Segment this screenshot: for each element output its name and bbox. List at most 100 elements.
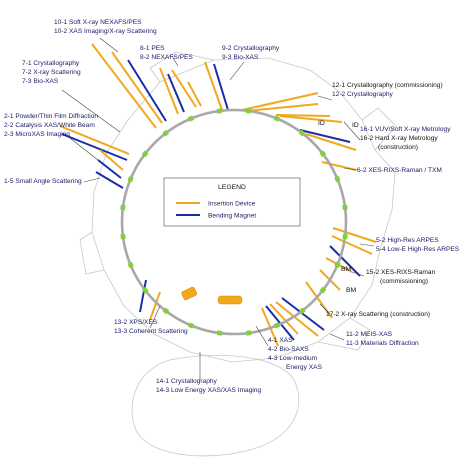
label-line: 8-2 NEXAFS/PES (140, 54, 193, 61)
insertion-device-beamline (331, 235, 373, 255)
insertion-device-beamline (275, 114, 331, 117)
insertion-device-beamline (159, 67, 179, 115)
tag-bm-upper: BM (341, 266, 352, 273)
label-group-17: 17-2 X-ray Scattering (construction) (326, 311, 430, 318)
label-line: 5-2 High-Res ARPES (376, 237, 439, 244)
label-group-10: 10-1 Soft X-ray NEXAFS/PES 10-2 XAS Imag… (54, 19, 157, 35)
ring-marker (162, 307, 170, 315)
insertion-device-beamline (305, 133, 357, 151)
booster-segment (217, 295, 243, 305)
insertion-device-beamline (204, 61, 223, 111)
ring-markers (120, 108, 348, 336)
label-line: 7-3 Bio-XAS (22, 78, 59, 85)
leader-line (61, 89, 121, 133)
ring-marker (120, 234, 126, 240)
ring-marker (298, 307, 306, 315)
insertion-device-beamline (91, 43, 157, 129)
beamlines (59, 43, 377, 347)
label-group-5: 5-2 High-Res ARPES 5-4 Low-E High-Res AR… (376, 237, 460, 253)
leader-line (343, 121, 361, 141)
leader-line (83, 177, 101, 183)
label-line: 17-2 X-ray Scattering (construction) (326, 311, 430, 318)
ring-marker (162, 129, 170, 137)
leader-line (319, 303, 331, 315)
leader-line (359, 243, 375, 247)
label-line: 8-1 PES (140, 45, 165, 52)
leader-line (317, 95, 333, 101)
injection-block (181, 286, 198, 301)
building-outline (79, 51, 397, 457)
ring-marker (216, 108, 222, 114)
leader-line (255, 325, 269, 347)
label-line: 2-2 Catalysis XAS/White Beam (4, 122, 95, 129)
label-line: 10-1 Soft X-ray NEXAFS/PES (54, 19, 142, 26)
label-group-1: 1-5 Small Angle Scattering (4, 178, 82, 185)
insertion-device-beamline (59, 125, 130, 155)
label-line: 10-2 XAS Imaging/X-ray Scattering (54, 28, 157, 35)
ring-marker (342, 204, 348, 210)
insertion-device-beamline (149, 291, 161, 321)
leader-line (149, 305, 161, 329)
ring-marker (187, 115, 195, 122)
label-group-9: 9-2 Crystallography 9-3 Bio-XAS (222, 45, 281, 61)
insertion-device-beamline (111, 51, 163, 124)
insertion-device-beamline (187, 81, 202, 107)
leader-line (99, 37, 119, 53)
legend: LEGEND Insertion Device Bending Magnet (163, 177, 301, 227)
label-line: 14-1 Crystallography (156, 378, 218, 385)
ring-marker (141, 286, 149, 294)
ring-marker (319, 286, 327, 294)
leader-line (229, 61, 245, 81)
ring-marker (246, 330, 252, 336)
tag-id-top: ID (318, 120, 325, 127)
beamline-labels: 10-1 Soft X-ray NEXAFS/PES 10-2 XAS Imag… (4, 19, 460, 394)
bending-magnet-beamline (281, 297, 325, 331)
ring-marker (273, 115, 280, 122)
label-group-12: 12-1 Crystallography (commissioning) 12-… (332, 82, 445, 98)
bending-magnet-beamline (329, 245, 361, 277)
leader-line (171, 55, 179, 67)
label-line: 11-2 MEIS-XAS (346, 331, 393, 338)
bending-magnet-beamline (95, 171, 124, 189)
label-group-13: 13-2 XPS/XES 13-3 Coherent Scattering (114, 319, 188, 335)
ring-marker (334, 261, 341, 268)
storage-ring (120, 108, 348, 336)
label-group-2: 2-1 Powder/Thin Film Diffraction 2-2 Cat… (4, 113, 100, 138)
tag-bm-lower: BM (346, 287, 357, 294)
ring-marker (141, 150, 149, 158)
label-group-4: 4-1 XAS 4-2 Bio-SAXS 4-3 Low-medium Ener… (268, 337, 323, 371)
leader-line (351, 271, 365, 277)
ring-marker (298, 129, 306, 137)
label-line: 13-3 Coherent Scattering (114, 328, 188, 335)
insertion-device-beamline (332, 227, 377, 243)
label-line: 1-5 Small Angle Scattering (4, 178, 82, 185)
bending-magnet-beamline (139, 279, 147, 313)
label-group-15: 15-2 XES-RIXS-Raman (commissioning) (366, 269, 437, 285)
bending-magnet-beamline (127, 59, 167, 122)
label-line: 9-3 Bio-XAS (222, 54, 259, 61)
insertion-device-beamline (275, 301, 319, 337)
label-group-14: 14-1 Crystallography 14-3 Low Energy XAS… (156, 378, 262, 394)
label-line: 12-2 Crystallography (332, 91, 394, 98)
leader-line (343, 167, 358, 171)
bending-magnet-beamline (299, 129, 351, 143)
label-line: 7-1 Crystallography (22, 60, 80, 67)
insertion-device-beamline (321, 161, 357, 171)
label-line: 4-3 Low-medium (268, 355, 318, 362)
label-line: 2-3 MicroXAS Imaging (4, 131, 70, 138)
ring-marker (127, 261, 134, 269)
ring-marker (216, 330, 223, 336)
bending-magnet-beamline (213, 63, 229, 111)
label-group-16: 16-1 VUV/Soft X-ray Metrology 16-2 Hard … (360, 126, 452, 151)
ring-marker (245, 108, 252, 114)
ring-marker (188, 322, 195, 329)
label-group-11: 11-2 MEIS-XAS 11-3 Materials Diffraction (346, 331, 419, 347)
label-line: 11-3 Materials Diffraction (346, 340, 419, 347)
label-line: 13-2 XPS/XES (114, 319, 158, 326)
label-line: 12-1 Crystallography (commissioning) (332, 82, 443, 89)
insertion-device-beamline (171, 69, 197, 108)
label-line: 9-2 Crystallography (222, 45, 280, 52)
legend-insertion-label: Insertion Device (208, 201, 256, 208)
